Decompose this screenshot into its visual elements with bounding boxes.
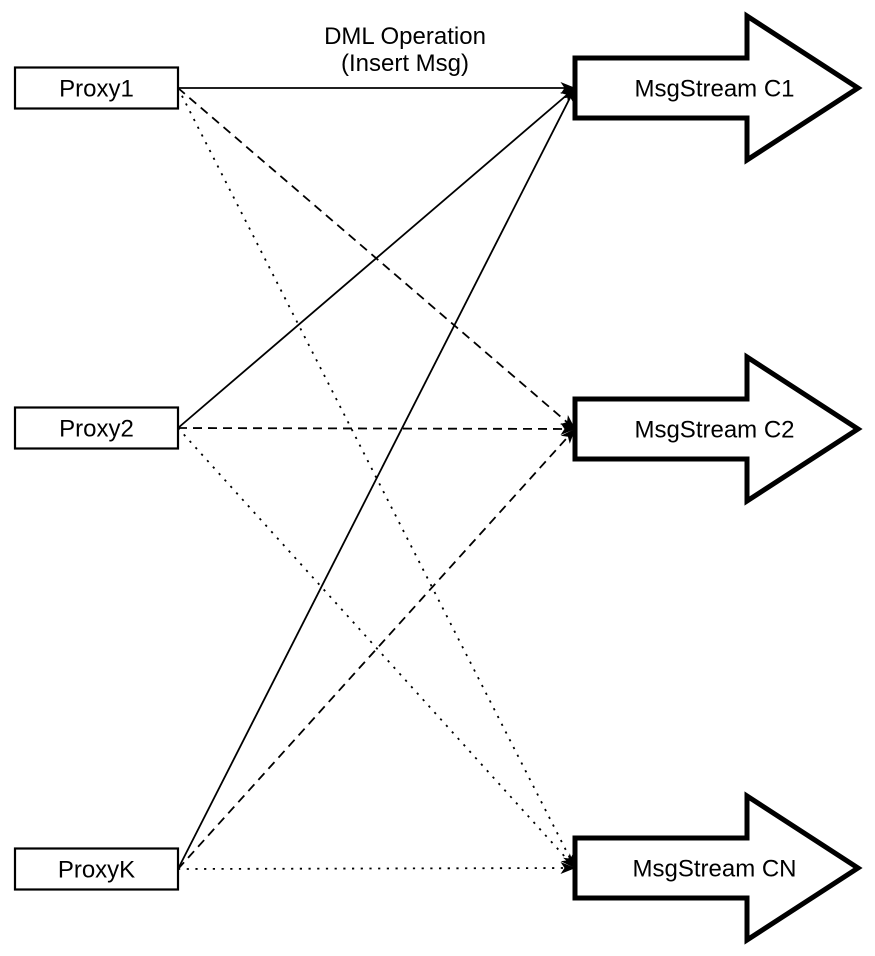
edge-proxyk-to-c2-dashed bbox=[177, 428, 576, 870]
stream-arrow-shape bbox=[572, 791, 863, 945]
stream-node-c2: MsgStream C2 bbox=[572, 352, 863, 506]
diagram-title-line1: DML Operation bbox=[324, 23, 486, 50]
proxy-node-proxy1: Proxy1 bbox=[13, 66, 180, 110]
proxy-label: ProxyK bbox=[58, 856, 135, 883]
stream-arrow-shape bbox=[572, 352, 863, 506]
proxy-node-proxy2: Proxy2 bbox=[13, 406, 180, 450]
stream-node-cn: MsgStream CN bbox=[572, 791, 863, 945]
stream-node-c1: MsgStream C1 bbox=[572, 11, 863, 165]
edge-proxyk-to-cn-dotted bbox=[177, 862, 576, 875]
proxy-label: Proxy2 bbox=[59, 415, 134, 442]
stream-label: MsgStream CN bbox=[632, 855, 796, 882]
proxy-box bbox=[13, 66, 180, 110]
proxy-node-proxyk: ProxyK bbox=[13, 847, 180, 891]
proxy-label: Proxy1 bbox=[59, 75, 134, 102]
stream-arrow-shape bbox=[572, 11, 863, 165]
edge-proxy2-to-c1-solid bbox=[177, 87, 576, 429]
stream-label: MsgStream C2 bbox=[634, 416, 794, 443]
edge-proxy2-to-cn-dotted bbox=[177, 427, 576, 869]
edge-proxyk-to-c1-solid bbox=[177, 87, 576, 870]
proxy-box bbox=[13, 847, 180, 891]
proxy-box bbox=[13, 406, 180, 450]
diagram-title-line2: (Insert Msg) bbox=[341, 50, 469, 77]
edge-proxy2-to-c2-dashed bbox=[177, 422, 576, 435]
edges-layer bbox=[177, 82, 576, 875]
stream-label: MsgStream C1 bbox=[634, 75, 794, 102]
